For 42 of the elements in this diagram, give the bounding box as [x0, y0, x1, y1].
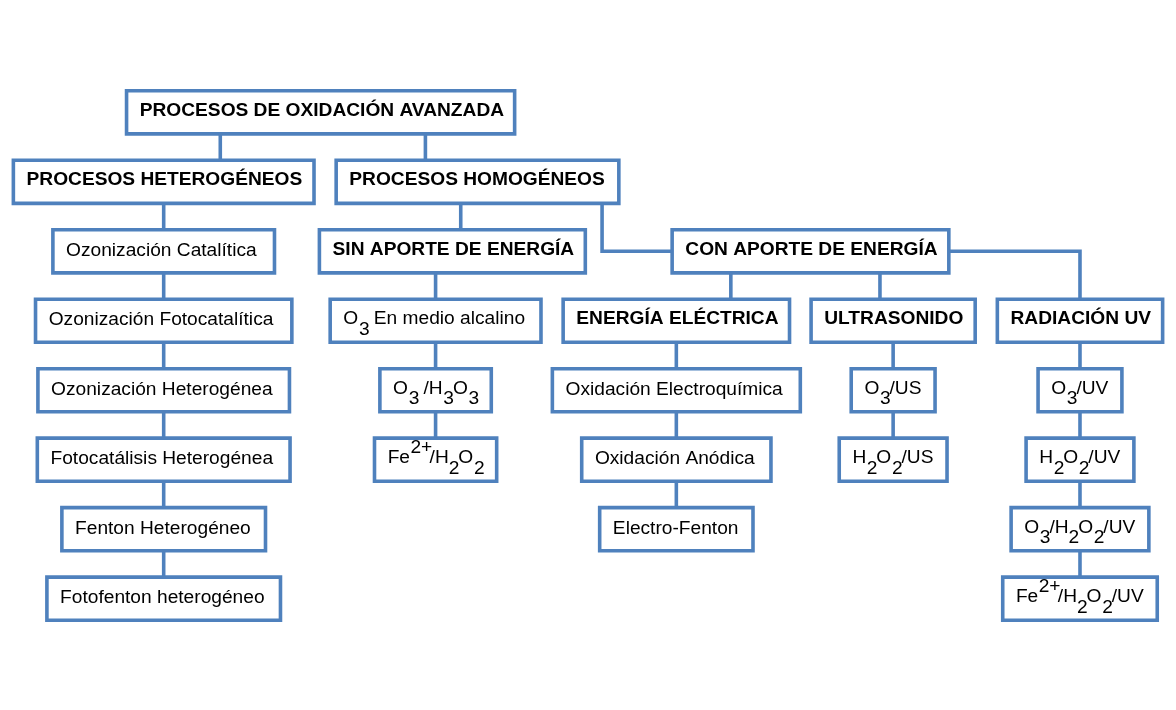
connector [161, 480, 166, 507]
connector [1078, 550, 1082, 577]
node-box: Ozonización Heterogénea [36, 366, 292, 414]
connector [1078, 341, 1082, 368]
node-box: ULTRASONIDO [809, 296, 977, 344]
connector [1078, 480, 1082, 507]
connector [674, 341, 679, 368]
node-box: Oxidación Anódica [579, 435, 773, 483]
connector [433, 272, 438, 299]
connector [458, 202, 463, 229]
node-box: Oxidación Electroquímica [550, 366, 803, 414]
connector [218, 133, 223, 160]
node-box: SIN APORTE DE ENERGÍA [317, 227, 588, 275]
node-box: Fotocatálisis Heterogénea [35, 435, 292, 483]
connector [674, 480, 679, 507]
connector [674, 411, 679, 438]
node-box: Fenton Heterogéneo [60, 505, 268, 553]
node-box: Fotofenton heterogéneo [45, 574, 283, 622]
connector [161, 550, 166, 577]
connector [891, 411, 895, 438]
connector [1078, 411, 1082, 438]
node-box: Ozonización Fotocatalítica [33, 296, 294, 344]
connector [161, 341, 166, 368]
connector [433, 341, 438, 368]
connector [423, 133, 428, 160]
node-box: RADIACIÓN UV [995, 296, 1165, 344]
node-box: PROCESOS DE OXIDACIÓN AVANZADA [124, 88, 517, 136]
connector [729, 272, 733, 299]
node-box: CON APORTE DE ENERGÍA [670, 227, 951, 275]
node-box: Ozonización Catalítica [51, 227, 277, 275]
connector [161, 272, 166, 299]
node-box: ENERGÍA ELÉCTRICA [561, 296, 792, 344]
connector [949, 249, 1082, 299]
connector [433, 411, 438, 438]
connector [878, 272, 882, 299]
node-box: PROCESOS HETEROGÉNEOS [11, 157, 316, 205]
node-box: Electro-Fenton [597, 505, 755, 553]
connector [891, 341, 895, 368]
connector [600, 202, 673, 253]
node-box: PROCESOS HOMOGÉNEOS [334, 157, 621, 205]
connector [161, 202, 166, 229]
connector [161, 411, 166, 438]
